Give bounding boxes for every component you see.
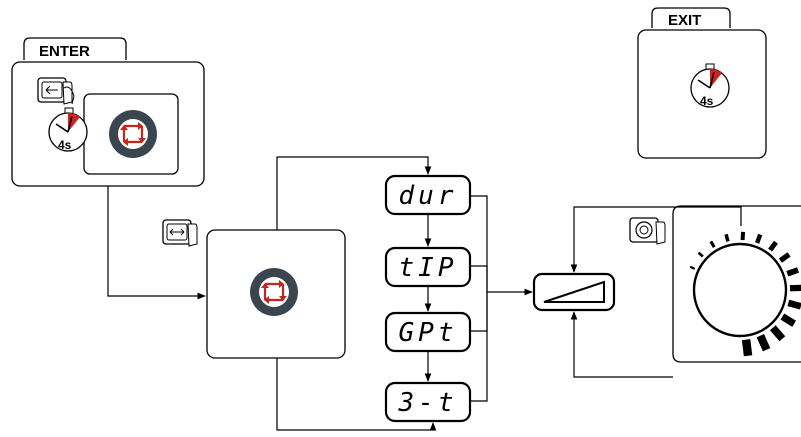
rotate-control-icon <box>109 110 157 158</box>
rotate-control-icon <box>250 268 298 316</box>
select-block <box>162 219 346 359</box>
dial-tick <box>780 313 796 327</box>
dial-tick <box>741 339 753 357</box>
rotary-dial-icon <box>689 231 801 357</box>
exit-tab <box>651 7 731 28</box>
dial-tick <box>768 240 778 252</box>
connector-tip-to-value <box>470 265 488 292</box>
enter-timer-label: 4s <box>58 138 72 152</box>
ramp-triangle-icon <box>532 272 616 312</box>
menu-item-tip[interactable]: tIP <box>384 246 472 288</box>
dial-tick <box>778 252 791 263</box>
dial-tick <box>756 334 771 352</box>
connectors <box>107 156 742 431</box>
connector-dur-to-value <box>470 195 533 296</box>
stopwatch-icon: 4s <box>690 63 730 108</box>
knob-press-icon <box>629 217 666 245</box>
menu-item-3t[interactable]: 3-t <box>384 381 472 423</box>
dial-tick <box>724 233 730 242</box>
dial-tick <box>769 325 786 342</box>
connector-dial-to-value-top <box>570 206 742 273</box>
menu-list: dur tIP GPt 3-t <box>384 174 472 423</box>
dial-tick <box>786 267 799 277</box>
connector-3t-to-value <box>470 292 488 402</box>
menu-item-label: tIP <box>399 253 458 283</box>
menu-item-label: dur <box>399 181 458 211</box>
connector-select-to-dur <box>276 156 432 230</box>
enter-label: ENTER <box>39 43 90 60</box>
menu-item-label: GPt <box>399 318 458 348</box>
enter-block: ENTER 4s <box>11 37 205 187</box>
exit-label: EXIT <box>668 12 701 29</box>
connector-select-to-3t <box>276 358 437 431</box>
double-arrow-press-icon <box>162 219 198 247</box>
enter-tab <box>23 37 127 60</box>
dial-tick <box>787 299 801 310</box>
dial-block <box>629 205 801 363</box>
menu-item-label: 3-t <box>398 388 458 418</box>
dial-tick <box>689 265 696 270</box>
dial-tick <box>755 233 763 244</box>
dial-ticks <box>689 231 801 357</box>
connector-gpt-to-value <box>470 292 488 332</box>
connector-enter-to-select <box>107 186 206 300</box>
dial-tick <box>697 251 704 258</box>
menu-item-dur[interactable]: dur <box>384 174 472 216</box>
exit-timer-label: 4s <box>700 94 714 108</box>
dial-tick <box>709 240 716 248</box>
connector-dial-to-value-bottom <box>570 311 673 378</box>
menu-item-gpt[interactable]: GPt <box>384 311 472 353</box>
stopwatch-icon: 4s <box>48 107 88 152</box>
exit-block: EXIT 4s <box>637 7 767 159</box>
left-arrow-press-icon <box>37 77 75 105</box>
